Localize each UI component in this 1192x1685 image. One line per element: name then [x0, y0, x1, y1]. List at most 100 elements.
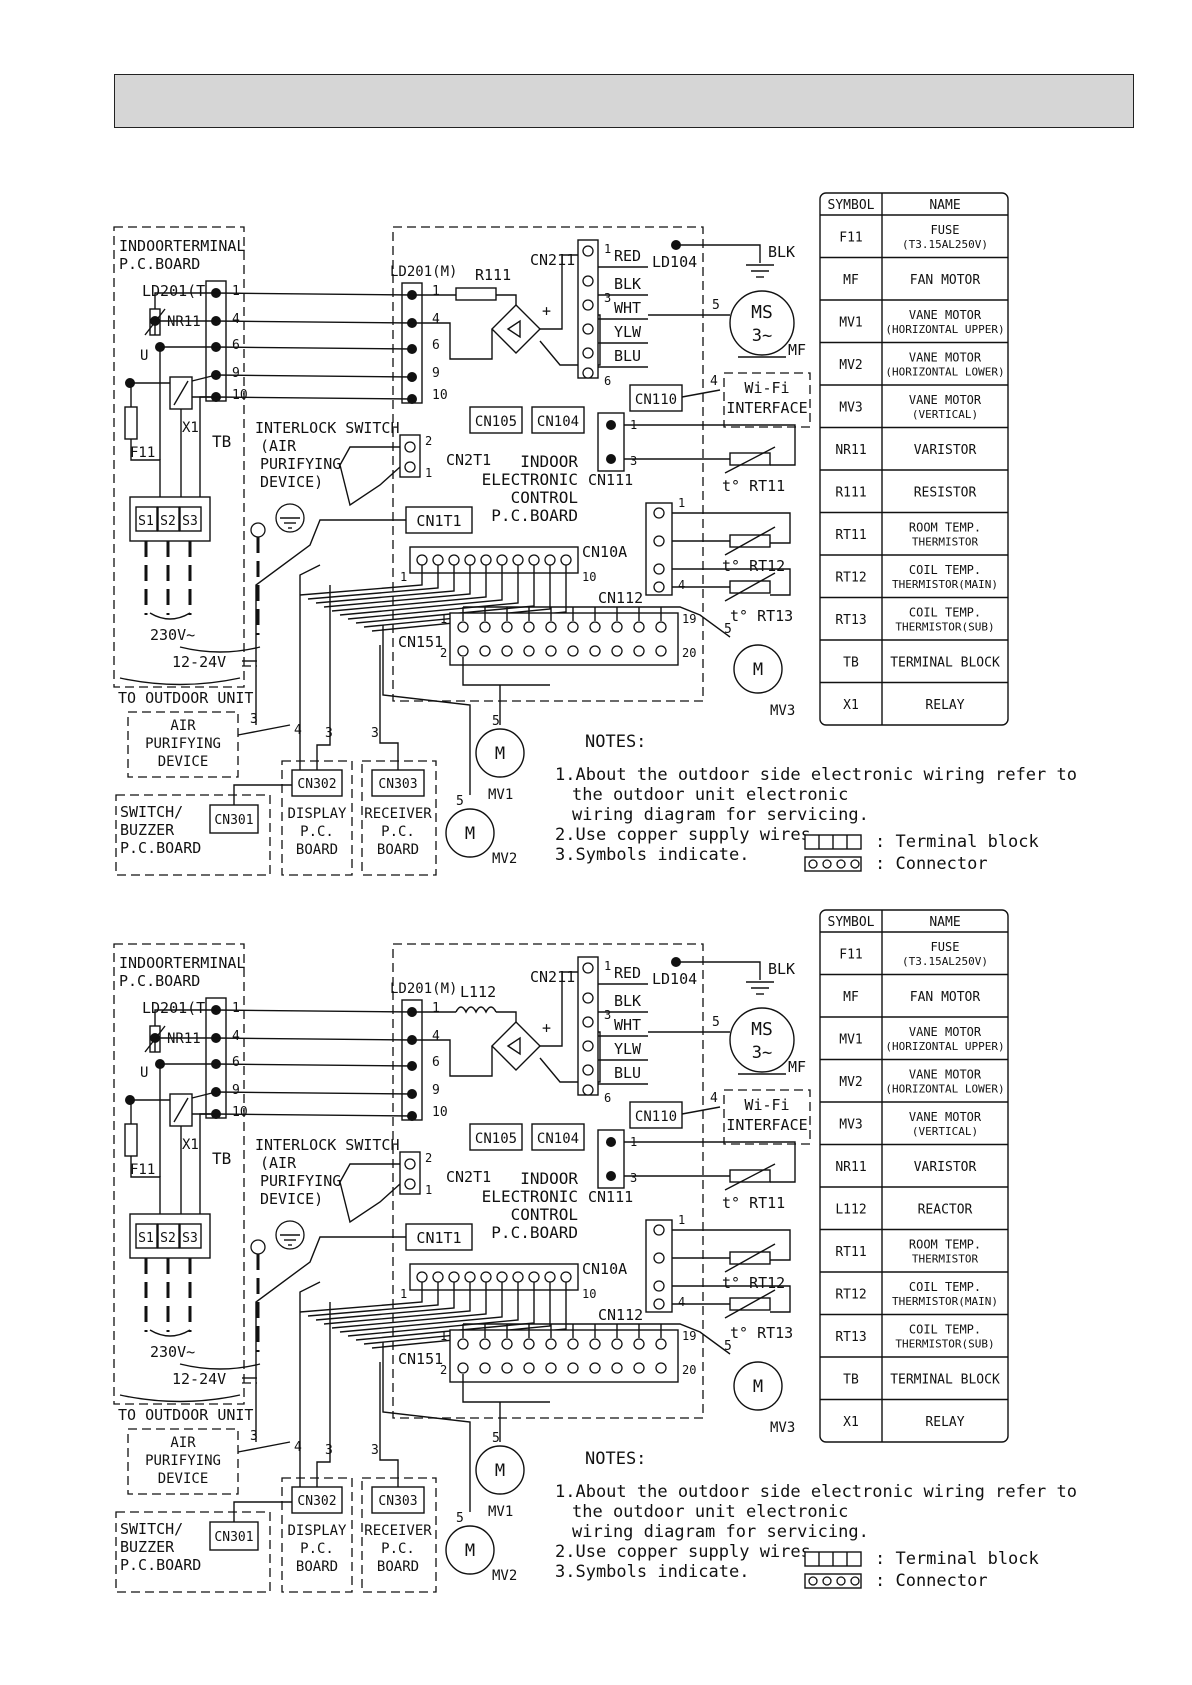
wire-cn303	[379, 645, 399, 770]
ld201t-pin-label: 1	[232, 1001, 240, 1016]
cn211-pin-label: 6	[604, 1091, 611, 1105]
display-board-label: BOARD	[296, 842, 338, 858]
symbol-table-name: VANE MOTOR	[909, 1110, 982, 1124]
cn151-pin-odd	[523, 621, 535, 633]
tb-terminal-s2	[157, 1223, 180, 1249]
cn151-pin-odd	[633, 1338, 645, 1350]
wire-color-label-ylw: YLW	[614, 323, 642, 341]
wire-wifi	[681, 1106, 721, 1115]
tb-terminal-s3	[179, 506, 202, 532]
symbol-table-symbol: F11	[839, 230, 862, 245]
cn2t1-pin-label: 2	[425, 434, 432, 448]
wire-color-label-wht: WHT	[614, 299, 641, 317]
fan-motor-circle	[729, 290, 795, 356]
brace-230v	[149, 1329, 191, 1337]
junction-dot	[125, 1095, 135, 1105]
cn105-connector	[469, 1123, 523, 1151]
cn111-pin-label: 3	[630, 1171, 637, 1185]
x1-label: X1	[182, 1137, 199, 1153]
cn112-label: CN112	[598, 589, 643, 607]
cn1t1-label: CN1T1	[416, 1229, 461, 1247]
cn211-pin	[582, 1016, 594, 1028]
cn302-connector	[291, 1486, 343, 1514]
receiver-board-label: BOARD	[377, 842, 419, 858]
wire-cn10a	[363, 1282, 551, 1345]
rt12-slash	[724, 526, 776, 556]
cn303-connector	[371, 769, 425, 797]
note-line: wiring diagram for servicing.	[572, 1522, 869, 1542]
indoor-board-label: ELECTRONIC	[482, 1187, 578, 1206]
symbol-table-outline	[819, 909, 1009, 1443]
wire-cn10a	[299, 1282, 423, 1313]
cn211-pin-label: 1	[604, 242, 611, 256]
cn211-label: CN211	[530, 968, 575, 986]
symbol-table-name-detail: (VERTICAL)	[912, 1125, 978, 1138]
cn303-label: CN303	[378, 1494, 417, 1509]
cn151-pin-even	[501, 1362, 513, 1374]
interlock-label: (AIR	[260, 1154, 297, 1172]
symbol-table-name: ROOM TEMP.	[909, 1238, 981, 1252]
indoor-board-label: INDOOR	[520, 1169, 578, 1188]
cn110-label: CN110	[635, 392, 677, 408]
cn112-pin	[653, 1252, 665, 1264]
cn211-label: CN211	[530, 251, 575, 269]
receiver-board-label: RECEIVER	[364, 1523, 432, 1539]
terminal-board-subtitle: P.C.BOARD	[119, 972, 200, 990]
cn104-label: CN104	[537, 414, 579, 430]
rt11-thermistor	[729, 1169, 771, 1183]
connector-legend: : Connector	[875, 1571, 988, 1591]
cn302-label: CN302	[297, 777, 336, 792]
f11-fuse-symbol	[124, 1123, 138, 1157]
cn211-pin	[582, 323, 594, 335]
cn211-pin-label: 1	[604, 959, 611, 973]
cn151-pin-even	[479, 645, 491, 657]
symbol-table-symbol: NR11	[835, 1160, 866, 1175]
display-board-label: DISPLAY	[287, 1523, 347, 1539]
symbol-table-name-detail: THERMISTOR	[912, 1253, 979, 1266]
mv1-m-label: M	[495, 744, 505, 764]
wifi-interface-label: INTERFACE	[726, 1116, 807, 1134]
cn1t1-connector	[405, 506, 473, 534]
cn151-pin-even	[611, 1362, 623, 1374]
cn151-pin-odd	[589, 621, 601, 633]
r111-resistor-symbol	[455, 287, 497, 301]
cn151-pin-odd	[457, 1338, 469, 1350]
cn211-pin	[582, 962, 594, 974]
symbol-table-name-detail: (VERTICAL)	[912, 408, 978, 421]
air-purifying-label: DEVICE	[158, 1471, 209, 1487]
note-line: 2.Use copper supply wires.	[555, 1542, 821, 1562]
ld201m-label: LD201(M)	[390, 264, 457, 280]
ld201t-pin-label: 1	[232, 284, 240, 299]
wire-rectifier-ac	[412, 1039, 493, 1077]
cn151-pin-label: 2	[440, 646, 447, 660]
ld201m-label: LD201(M)	[390, 981, 457, 997]
wire-air-purifying	[237, 1441, 291, 1453]
wire-count-label: 5	[712, 298, 720, 313]
mv3-label: MV3	[770, 1420, 795, 1436]
ld201m-pin-label: 4	[432, 1029, 440, 1044]
symbol-table-name: FUSE	[931, 940, 960, 954]
cn112-pin-label: 4	[678, 578, 685, 592]
rt12-label: t° RT12	[722, 1274, 785, 1292]
symbol-table-name: VANE MOTOR	[909, 351, 982, 365]
symbol-table-symbol: RT11	[835, 1245, 866, 1260]
symbol-table-symbol: TB	[843, 655, 859, 670]
cn10a-pin-label: 1	[400, 1287, 407, 1301]
terminal-board-title: INDOORTERMINAL	[119, 954, 245, 972]
cn151-pin-even	[633, 645, 645, 657]
cn151-pin-even	[479, 1362, 491, 1374]
wire-series-out	[496, 1011, 517, 1022]
symbol-table-name: TERMINAL BLOCK	[890, 1372, 1000, 1387]
rectifier-diode	[506, 319, 521, 339]
wire-color-label-red: RED	[614, 964, 641, 982]
cn211-pin	[582, 275, 594, 287]
wire-cn301	[233, 564, 321, 805]
cn10a-pin	[512, 1271, 524, 1283]
cn151-pin-label: 20	[682, 646, 696, 660]
symbol-table-name: TERMINAL BLOCK	[890, 655, 1000, 670]
voltage-dc-label: 12-24V	[172, 653, 226, 671]
wifi-label: Wi-Fi	[744, 379, 789, 397]
cn10a-pin	[544, 554, 556, 566]
mf-label: MF	[788, 341, 806, 359]
symbol-table-name-detail: THERMISTOR(SUB)	[895, 621, 994, 634]
